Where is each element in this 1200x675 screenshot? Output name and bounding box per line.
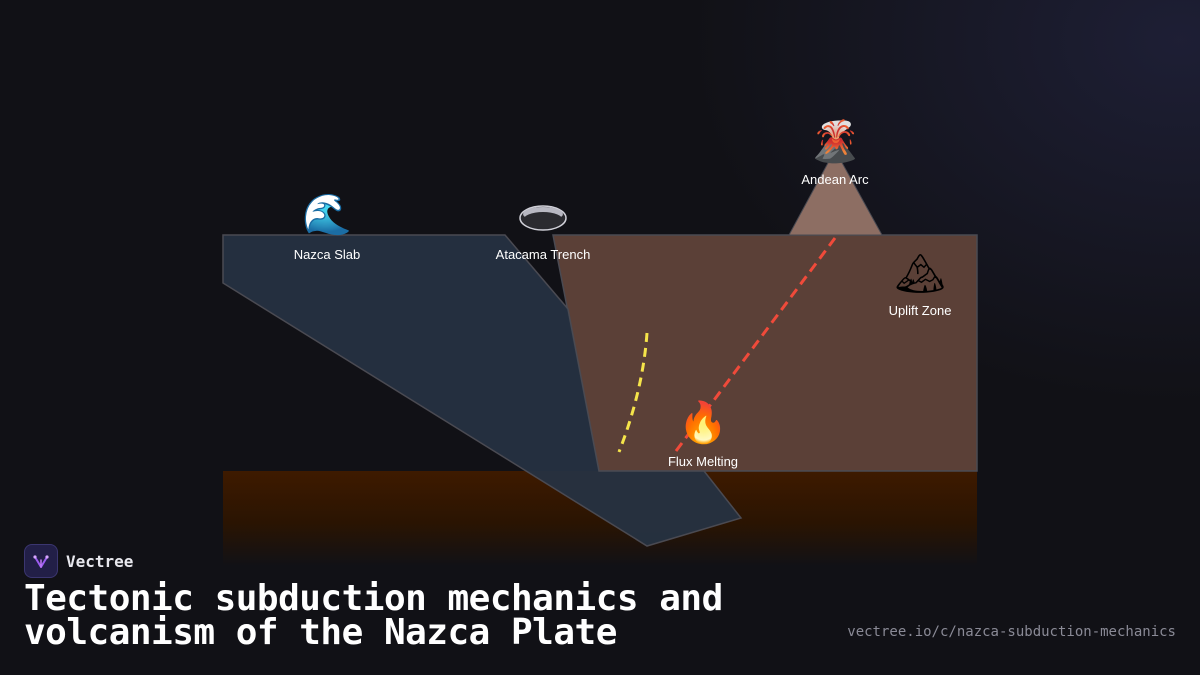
fire-icon: 🔥 (678, 399, 728, 445)
node-uplift-zone: 🏔 Uplift Zone (889, 252, 952, 318)
node-label: Atacama Trench (496, 247, 591, 262)
oceanic-plate (222, 234, 743, 547)
wave-icon: 🌊 (302, 191, 352, 237)
volcano-icon: 🌋 (810, 118, 860, 164)
node-label: Nazca Slab (294, 247, 360, 262)
node-nazca-slab: 🌊 Nazca Slab (294, 191, 360, 262)
brand: Vectree (24, 544, 133, 578)
page-title: Tectonic subduction mechanics and volcan… (24, 578, 723, 653)
hole-icon (519, 205, 567, 231)
volcano-cone (788, 148, 883, 236)
brand-name: Vectree (66, 551, 134, 571)
vectree-logo-icon (24, 544, 58, 578)
node-flux-melting: 🔥 Flux Melting (668, 399, 738, 469)
node-label: Uplift Zone (889, 303, 952, 318)
source-url[interactable]: vectree.io/c/nazca-subduction-mechanics (847, 624, 1176, 640)
node-atacama-trench: Atacama Trench (496, 205, 591, 262)
node-label: Flux Melting (668, 454, 738, 469)
dehydration-path (617, 332, 649, 453)
snow-mountain-icon: 🏔 (895, 252, 946, 296)
node-label: Andean Arc (801, 172, 869, 187)
node-andean-arc: 🌋 Andean Arc (801, 118, 869, 187)
magma-ascent-path (674, 237, 837, 452)
